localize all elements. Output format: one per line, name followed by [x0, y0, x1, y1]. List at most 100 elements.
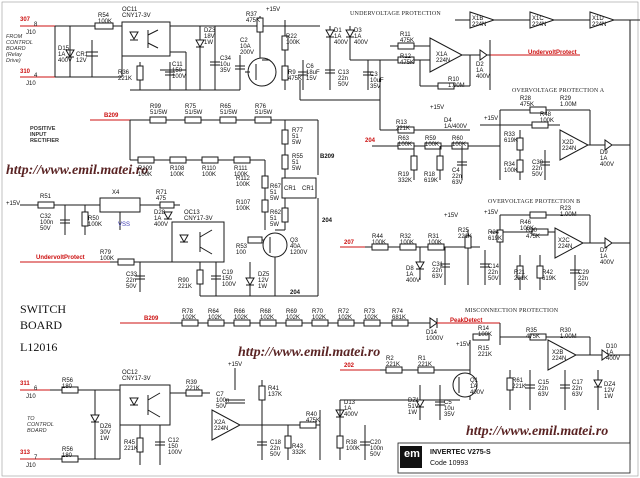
- connector-pin: 7: [34, 455, 38, 461]
- part-r41: R41 137K: [268, 386, 283, 398]
- part-c15: C15 22n 63V: [538, 380, 550, 398]
- part-r99: R99 51/5W: [150, 104, 168, 116]
- part-d9: D9 1A 400V: [600, 150, 615, 168]
- connector-j10: J10: [26, 394, 36, 400]
- section-misconnection: MISCONNECTION PROTECTION: [465, 308, 559, 314]
- part-r77: R77 51 5W: [292, 128, 304, 146]
- part-r1: R1 221K: [418, 356, 433, 368]
- supply-label: +15V: [228, 362, 243, 368]
- note-positive-input: POSITIVE INPUT RECTIFIER: [30, 126, 60, 144]
- part-r12: R12 475K: [400, 54, 415, 66]
- part-q1: Q1 1A 400V: [470, 378, 485, 396]
- part-r2: R2 221K: [386, 356, 401, 368]
- connector-pin: 8: [34, 22, 38, 28]
- part-d14: D14 1000V: [426, 330, 444, 342]
- supply-label: +15V: [456, 342, 471, 348]
- divider-string: [120, 317, 500, 329]
- footer-model: INVERTEC V275-S: [430, 449, 491, 456]
- oc12-section: [20, 368, 460, 465]
- part-x2a: X2A 224N: [214, 420, 229, 432]
- part-r30b: R30 1.00M: [560, 328, 577, 340]
- x2c-opamp: [554, 227, 585, 259]
- part-r48: R48 100K: [540, 112, 555, 124]
- part-d3: D3 1A 400V: [354, 28, 369, 46]
- oc13-section: [20, 197, 255, 296]
- part-r61: R61 221K: [512, 378, 527, 390]
- connector-j10: J10: [26, 81, 36, 87]
- part-r76: R76 51/5W: [255, 104, 273, 116]
- part-c33: C33 22n 50V: [126, 272, 138, 290]
- x1c-opamp: [529, 11, 556, 29]
- x2a-opamp: [211, 409, 242, 441]
- part-dz5: DZ5 12V 1W: [258, 272, 270, 290]
- part-c14: C14 22n 50V: [488, 264, 500, 282]
- part-r69: R69 102K: [286, 309, 301, 321]
- part-r56b: R56 180: [62, 447, 74, 459]
- part-cr1c: CR1: [302, 186, 315, 192]
- part-r51: R51: [40, 194, 52, 200]
- net-undervolt-protect-left: UndervoltProtect: [36, 255, 85, 261]
- misconnection-section: [340, 323, 630, 420]
- board-title-line1: SWITCH: [20, 302, 66, 316]
- part-c2: C2 10A 200V: [240, 38, 255, 56]
- x4-regulator: [99, 197, 141, 213]
- part-r43: R43 332K: [292, 444, 307, 456]
- part-c17: C17 22n 63V: [572, 380, 584, 398]
- part-x4: X4: [112, 190, 120, 196]
- logo-mark: [400, 446, 422, 468]
- oc13-optocoupler: [171, 221, 225, 263]
- x1b-opamp: [469, 11, 496, 29]
- part-r28: R28 475K: [520, 96, 535, 108]
- part-r31: R31 100K: [428, 234, 443, 246]
- part-c18: C18 22n 50V: [270, 440, 282, 458]
- section-undervoltage: UNDERVOLTAGE PROTECTION: [350, 11, 441, 17]
- part-dz4: DZ4 12V 1W: [604, 382, 616, 400]
- part-r42: R42 619K: [542, 270, 557, 282]
- part-c6: C6 18uF 15V: [306, 64, 320, 82]
- net-307: 307: [20, 17, 31, 23]
- part-c32: C32 100n 50V: [40, 214, 54, 232]
- part-r68: R68 102K: [260, 309, 275, 321]
- note-to-control: TO CONTROL BOARD: [27, 416, 54, 434]
- part-r70: R70 102K: [312, 309, 327, 321]
- part-r40: R40 475K: [306, 412, 321, 424]
- part-r36: R36 221K: [118, 70, 133, 82]
- part-r44: R44 100K: [372, 234, 387, 246]
- part-r63: R63 100K: [398, 136, 413, 148]
- part-r37: R37 475K: [246, 12, 261, 24]
- part-r56a: R56 180: [62, 378, 74, 390]
- part-r65: R65 51/5W: [220, 104, 238, 116]
- part-x1d: X1D 224N: [592, 16, 607, 28]
- board-code: L12016: [20, 340, 58, 354]
- supply-label: +15V: [484, 116, 499, 122]
- note-from-control: FROM CONTROL BOARD (Relay Drive): [6, 34, 33, 64]
- part-d7: D7 1A 400V: [600, 248, 615, 266]
- part-r108: R108 100K: [170, 166, 185, 178]
- logo-text: em: [404, 448, 420, 460]
- part-d2: D2 1A 400V: [476, 62, 491, 80]
- part-x1c: X1C 224N: [532, 16, 547, 28]
- net-202: 202: [344, 363, 355, 369]
- part-r39: R39 221K: [186, 380, 201, 392]
- overvoltage-a-section: [372, 100, 630, 180]
- connector-pin: 4: [34, 73, 38, 79]
- part-c30: C30 22n 50V: [532, 160, 544, 178]
- part-dz1: DZ1 51V 1W: [408, 398, 420, 416]
- cr1-relay: [281, 177, 317, 199]
- part-c29: C29 22n 50V: [578, 270, 590, 288]
- connector-pin: 6: [34, 386, 38, 392]
- part-r53: R53 100: [236, 244, 248, 256]
- x1d-opamp: [589, 11, 616, 29]
- supply-label: +15V: [266, 7, 281, 13]
- net-b209-right: B209: [320, 154, 335, 160]
- part-dz3: DZ3 18V 1W: [204, 28, 216, 46]
- part-r66: R66 102K: [234, 309, 249, 321]
- part-r10: R10 1.00M: [448, 77, 465, 89]
- overvoltage-b-section: [340, 211, 630, 290]
- board-title-line2: BOARD: [20, 318, 63, 332]
- part-r78: R78 102K: [182, 309, 197, 321]
- part-r109: R109 100K: [138, 166, 153, 178]
- part-r45: R45 221K: [124, 440, 139, 452]
- part-c3: C3 10uF 35V: [370, 72, 384, 90]
